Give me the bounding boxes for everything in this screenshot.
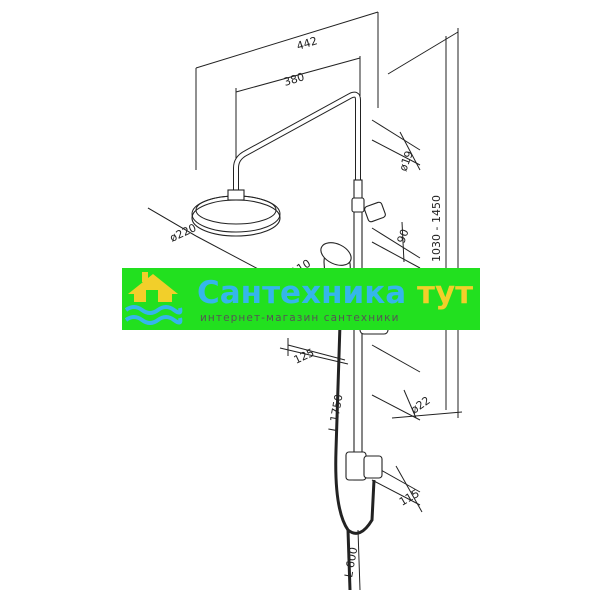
dimension-442-label: 442 <box>295 34 319 53</box>
house-waves-logo-icon <box>124 272 183 325</box>
dimension-220-label: ø220 <box>168 221 199 245</box>
dimension-220 <box>147 207 197 237</box>
brand-name: Сантехника <box>197 275 407 311</box>
dimension-380 <box>235 57 361 93</box>
dimension-height-label: 1030 - 1450 <box>430 195 443 262</box>
shower-hose <box>334 323 376 591</box>
vertical-rail <box>345 179 389 481</box>
dimension-90-label: 90 <box>395 227 412 245</box>
dimension-115 <box>395 465 423 513</box>
dimension-19-label: ø19 <box>397 149 416 173</box>
dimension-height <box>387 31 463 419</box>
brand-subtitle: интернет-магазин сантехники <box>200 312 400 324</box>
brand-accent: тут <box>416 275 474 311</box>
dimension-380-label: 380 <box>282 70 306 89</box>
shower-arm <box>233 91 361 190</box>
dimension-19 <box>399 131 421 171</box>
rain-shower-head <box>191 189 281 237</box>
dimension-600-label: L 600 <box>342 546 360 578</box>
dimension-22 <box>403 389 417 419</box>
dimension-125-label: 125 <box>292 346 317 367</box>
brand-title: Сантехника тут <box>197 275 473 311</box>
dimension-22-label: ø22 <box>408 394 432 417</box>
dimension-90 <box>401 221 405 263</box>
dimension-442 <box>195 11 379 69</box>
dimension-125 <box>279 338 349 365</box>
